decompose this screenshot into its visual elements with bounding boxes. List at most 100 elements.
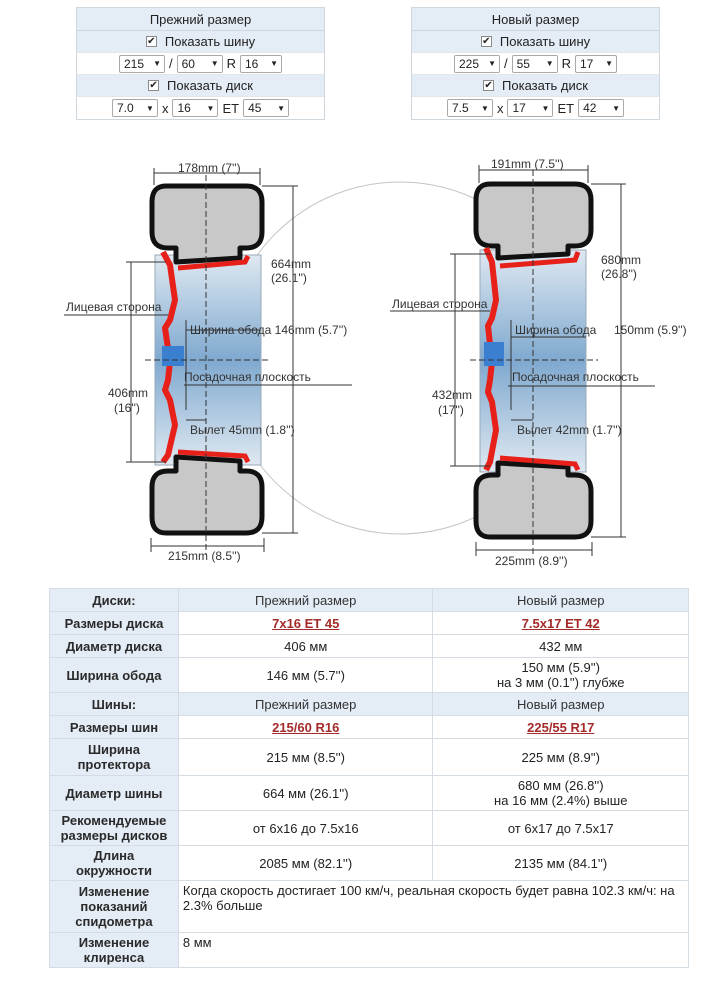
old-show-disk-label: Показать диск [167, 78, 253, 93]
table-row: Шины: Прежний размер Новый размер [49, 692, 689, 716]
old-seat-label: Посадочная плоскость [184, 370, 311, 384]
table-row: Размеры диска 7x16 ET 45 7.5x17 ET 42 [49, 611, 689, 635]
new-tire-profile-select[interactable]: 55▼ [511, 54, 558, 73]
new-offset-label: Вылет 42mm (1.7'') [517, 423, 622, 437]
disks-section-label: Диски: [49, 588, 179, 612]
new-rim-width-value: 150mm (5.9'') [614, 323, 687, 337]
chevron-down-icon: ▼ [605, 59, 613, 68]
cell-old: 406 мм [177, 634, 434, 658]
table-row: Диски: Прежний размер Новый размер [49, 588, 689, 612]
cell-new: 150 мм (5.9'')на 3 мм (0.1'') глубже [432, 657, 689, 693]
old-wheel-drawing [64, 168, 352, 555]
new-show-tire-label: Показать шину [499, 34, 591, 49]
new-seat-label: Посадочная плоскость [512, 370, 639, 384]
row-label: Диаметр диска [49, 634, 179, 658]
new-show-disk-row[interactable]: ✔ Показать диск [412, 75, 659, 97]
new-bottom-width-label: 225mm (8.9'') [495, 554, 568, 568]
chevron-down-icon: ▼ [612, 103, 621, 113]
new-rim-red-profile [483, 246, 499, 472]
old-size-panel: Прежний размер ✔ Показать шину 215▼ / 60… [76, 7, 325, 120]
col-new-header: Новый размер [432, 588, 689, 612]
old-tire-bottom [149, 454, 265, 536]
speedometer-change-value: Когда скорость достигает 100 км/ч, реаль… [177, 880, 690, 933]
table-row: Изменение показаний спидометра Когда ско… [49, 880, 690, 933]
row-label: Ширина обода [49, 657, 179, 693]
row-label: Размеры диска [49, 611, 179, 635]
new-panel-header: Новый размер [412, 8, 659, 31]
new-show-tire-checkbox[interactable]: ✔ [480, 36, 492, 47]
chevron-down-icon: ▼ [481, 103, 489, 113]
new-hub-blue [484, 342, 504, 366]
new-disk-size-row: 7.5▼ x 17▼ ET 42▼ [412, 97, 659, 119]
new-show-disk-label: Показать диск [502, 78, 588, 93]
old-show-tire-row[interactable]: ✔ Показать шину [77, 31, 324, 53]
old-show-disk-row[interactable]: ✔ Показать диск [77, 75, 324, 97]
table-row: Изменение клиренса 8 мм [49, 932, 690, 968]
comparison-table: Диски: Прежний размер Новый размер Разме… [49, 588, 689, 881]
cell-new: 432 мм [432, 634, 689, 658]
new-show-tire-row[interactable]: ✔ Показать шину [412, 31, 659, 53]
new-tire-size-row: 225▼ / 55▼ R 17▼ [412, 53, 659, 75]
cell-old: 664 мм (26.1'') [177, 775, 434, 811]
new-disk-width-select[interactable]: 7.5▼ [446, 99, 493, 117]
cell-new: 2135 мм (84.1'') [432, 845, 689, 881]
cell-old: 146 мм (5.7'') [177, 657, 434, 693]
old-tire-profile-select[interactable]: 60▼ [176, 54, 223, 73]
old-offset-label: Вылет 45mm (1.8'') [190, 423, 295, 437]
old-top-width-label: 178mm (7'') [178, 161, 241, 175]
new-size-panel: Новый размер ✔ Показать шину 225▼ / 55▼ … [411, 7, 660, 120]
old-disk-et-select[interactable]: 45▼ [243, 99, 290, 117]
old-show-tire-checkbox[interactable]: ✔ [145, 36, 157, 47]
old-diam-label: 664mm [271, 257, 311, 271]
new-rim-red-bottom [499, 455, 581, 472]
col-new-header: Новый размер [432, 692, 689, 716]
table-row: Диаметр шины 664 мм (26.1'') 680 мм (26.… [49, 775, 689, 811]
old-disk-width-select[interactable]: 7.0▼ [111, 99, 158, 117]
new-show-disk-checkbox[interactable]: ✔ [483, 80, 495, 91]
old-tire-size-row: 215▼ / 60▼ R 16▼ [77, 53, 324, 75]
chevron-down-icon: ▼ [541, 103, 550, 113]
new-disk-diam-select[interactable]: 17▼ [507, 99, 554, 117]
old-tire-top [149, 183, 265, 265]
old-tire-size-link[interactable]: 215/60 R16 [177, 715, 434, 739]
new-tire-rim-select[interactable]: 17▼ [575, 54, 617, 73]
chevron-down-icon: ▼ [488, 59, 496, 68]
old-tire-width-select[interactable]: 215▼ [118, 54, 165, 73]
old-bottom-width-label: 215mm (8.5'') [168, 549, 241, 563]
old-rim-red-bottom [177, 449, 251, 464]
cell-old: 215 мм (8.5'') [177, 738, 434, 776]
row-label: Диаметр шины [49, 775, 179, 811]
old-panel-header: Прежний размер [77, 8, 324, 31]
chevron-down-icon: ▼ [206, 103, 215, 113]
chevron-down-icon: ▼ [210, 59, 219, 68]
new-disk-size-link[interactable]: 7.5x17 ET 42 [432, 611, 689, 635]
chevron-down-icon: ▼ [270, 59, 278, 68]
new-disk-et-select[interactable]: 42▼ [578, 99, 625, 117]
old-show-disk-checkbox[interactable]: ✔ [148, 80, 160, 91]
old-disk-size-row: 7.0▼ x 16▼ ET 45▼ [77, 97, 324, 119]
row-label: Изменение клиренса [49, 932, 179, 968]
old-face-side-label: Лицевая сторона [66, 300, 162, 314]
new-rim-width-label: Ширина обода [515, 323, 597, 337]
new-rim-diam-in-label: (17'') [438, 403, 464, 417]
old-tire-rim-select[interactable]: 16▼ [240, 54, 282, 73]
row-label: Размеры шин [49, 715, 179, 739]
wheel-comparison-diagram: 178mm (7'') 664mm (26.1'') Лицевая сторо… [64, 157, 687, 568]
table-row: Длина окружности 2085 мм (82.1'') 2135 м… [49, 845, 689, 881]
new-wheel-drawing [390, 165, 655, 556]
col-old-header: Прежний размер [177, 588, 434, 612]
new-rim-diam-label: 432mm [432, 388, 472, 402]
chevron-down-icon: ▼ [153, 59, 161, 68]
cell-new: 225 мм (8.9'') [432, 738, 689, 776]
new-tire-width-select[interactable]: 225▼ [453, 54, 500, 73]
cell-old: 2085 мм (82.1'') [177, 845, 434, 881]
new-top-width-label: 191mm (7.5'') [491, 157, 564, 171]
old-rim-red-top [177, 254, 251, 271]
table-row: Ширина обода 146 мм (5.7'') 150 мм (5.9'… [49, 657, 689, 693]
old-disk-diam-select[interactable]: 16▼ [172, 99, 219, 117]
cell-new: 680 мм (26.8'')на 16 мм (2.4%) выше [432, 775, 689, 811]
old-diam-in-label: (26.1'') [271, 271, 307, 285]
new-tire-size-link[interactable]: 225/55 R17 [432, 715, 689, 739]
table-row: Рекомендуемые размеры дисков от 6x16 до … [49, 810, 689, 846]
old-disk-size-link[interactable]: 7x16 ET 45 [177, 611, 434, 635]
